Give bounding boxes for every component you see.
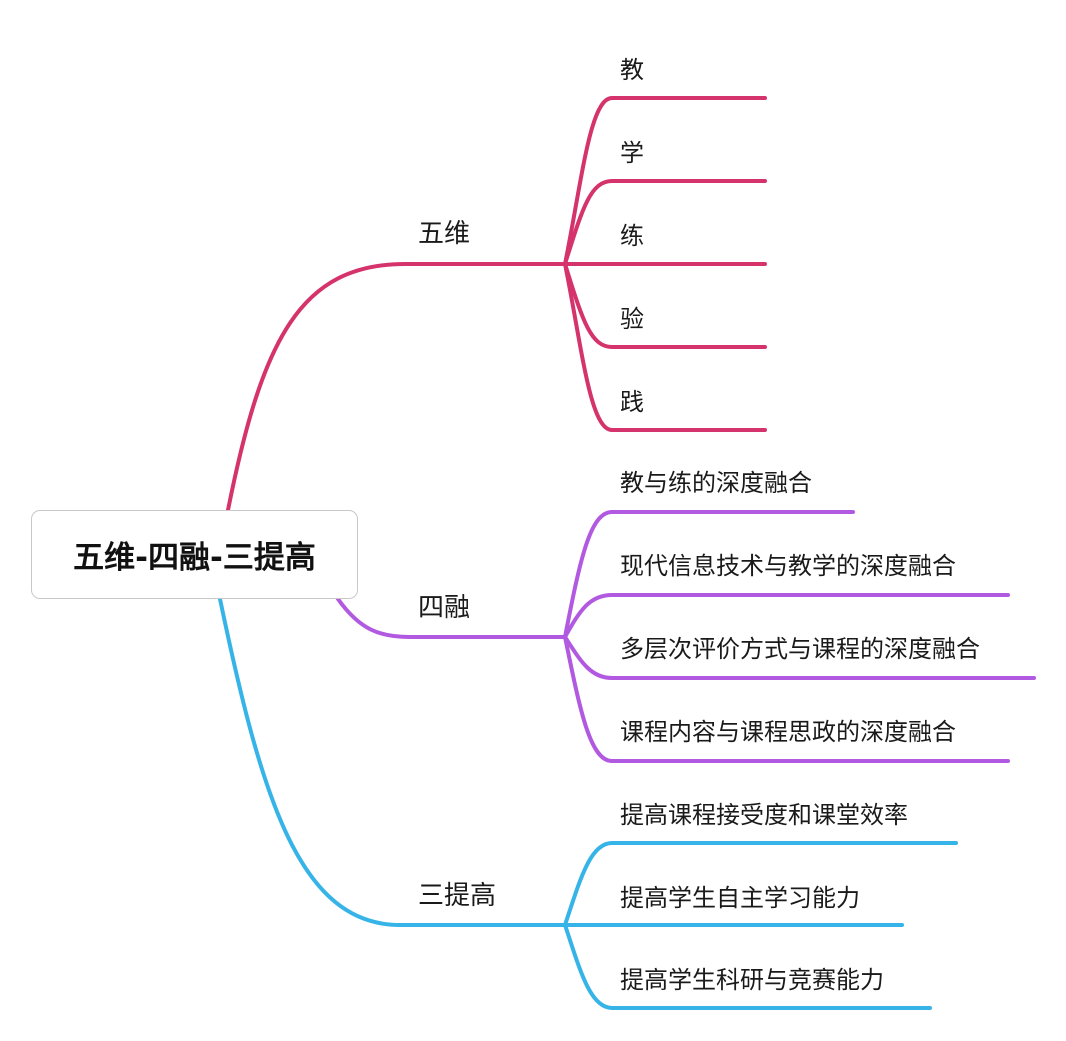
branch-label-santigao[interactable]: 三提高 bbox=[418, 881, 497, 911]
leaf-node[interactable]: 践 bbox=[620, 388, 644, 416]
root-label: 五维-四融-三提高 bbox=[73, 540, 316, 576]
leaf-node[interactable]: 多层次评价方式与课程的深度融合 bbox=[620, 635, 980, 663]
link-sirong-child-1 bbox=[563, 510, 855, 639]
link-santigao-child-1 bbox=[563, 841, 958, 927]
leaf-node[interactable]: 教与练的深度融合 bbox=[620, 469, 812, 497]
link-root-to-wuwei bbox=[226, 262, 567, 512]
link-sirong-child-2 bbox=[563, 593, 1010, 639]
link-wuwei-child-4 bbox=[563, 262, 767, 349]
link-wuwei-child-1 bbox=[563, 96, 767, 266]
leaf-node[interactable]: 练 bbox=[620, 222, 644, 250]
leaf-node[interactable]: 提高学生自主学习能力 bbox=[620, 884, 860, 912]
leaf-node[interactable]: 课程内容与课程思政的深度融合 bbox=[620, 718, 956, 746]
branch-label-wuwei[interactable]: 五维 bbox=[418, 219, 471, 249]
branch-wuwei-links bbox=[226, 96, 767, 512]
leaf-node[interactable]: 学 bbox=[620, 139, 644, 167]
leaf-node[interactable]: 验 bbox=[620, 305, 644, 333]
root-node[interactable]: 五维-四融-三提高 bbox=[31, 510, 358, 599]
leaf-node[interactable]: 提高学生科研与竞赛能力 bbox=[620, 966, 884, 994]
leaf-node[interactable]: 提高课程接受度和课堂效率 bbox=[620, 801, 908, 829]
link-sirong-child-4 bbox=[563, 635, 1010, 763]
link-sirong-child-3 bbox=[563, 635, 1036, 680]
link-wuwei-child-2 bbox=[563, 179, 767, 266]
leaf-node[interactable]: 现代信息技术与教学的深度融合 bbox=[620, 552, 956, 580]
link-root-to-sirong bbox=[336, 597, 567, 639]
link-wuwei-child-5 bbox=[563, 262, 767, 432]
leaf-node[interactable]: 教 bbox=[620, 56, 644, 84]
branch-label-sirong[interactable]: 四融 bbox=[418, 593, 471, 623]
branch-santigao-links bbox=[218, 597, 958, 1010]
link-santigao-child-3 bbox=[563, 923, 932, 1010]
branch-sirong-links bbox=[336, 510, 1036, 763]
link-root-to-santigao bbox=[218, 597, 567, 927]
